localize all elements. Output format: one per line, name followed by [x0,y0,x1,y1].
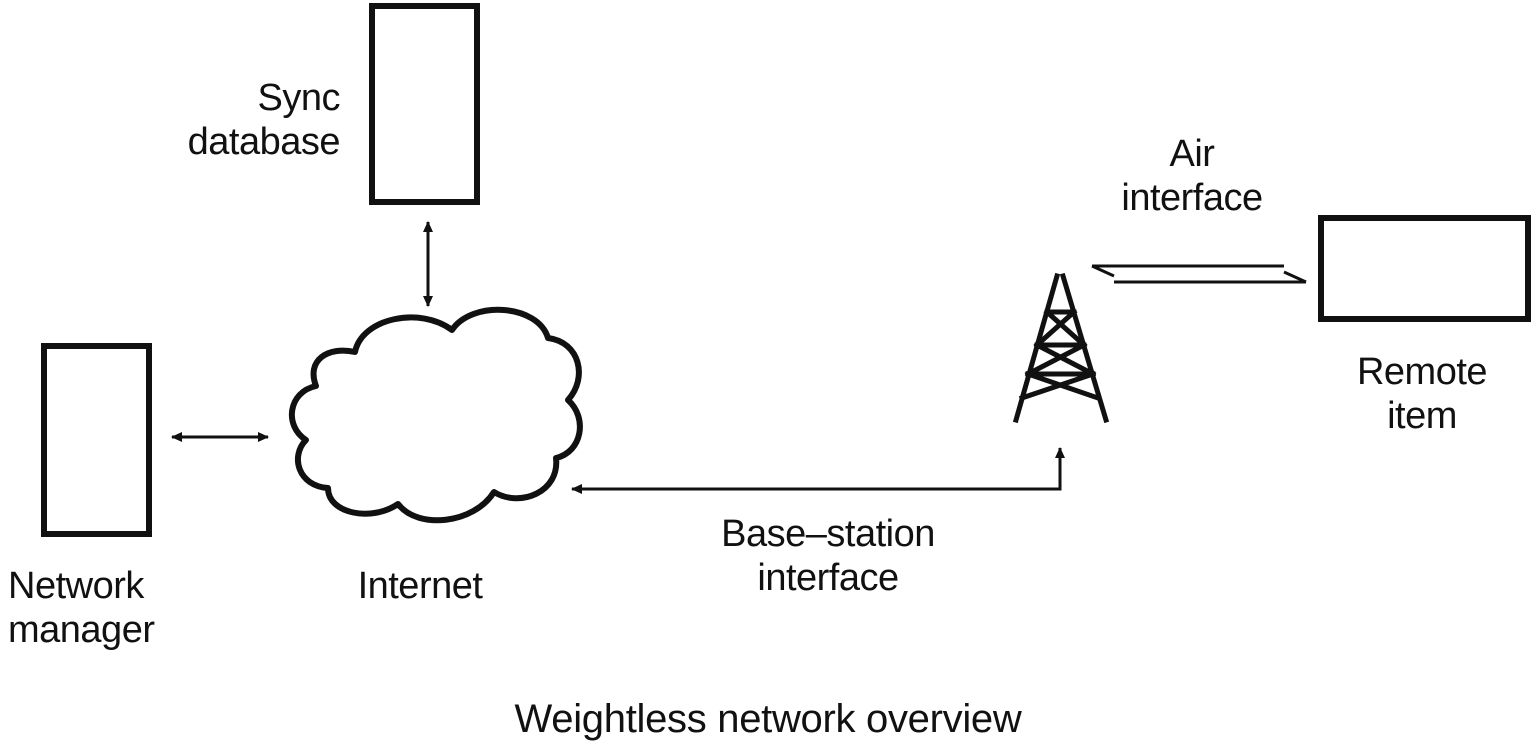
remote-item-box [1318,215,1531,322]
cloud-icon [288,306,583,524]
sync-database-box [369,3,480,205]
air-interface-label-line2: interface [1121,177,1263,219]
base-station-interface-label: Base–station interface [668,512,988,600]
air-interface-label-line1: Air [1169,133,1215,175]
diagram-caption: Weightless network overview [514,697,1022,741]
network-manager-label: Network manager [8,564,228,652]
base-station-interface-label-line1: Base–station [721,513,935,555]
sync-database-label-line2: database [187,121,341,163]
network-manager-label-line2: manager [8,609,155,651]
base-station-interface-label-line2: interface [757,557,899,599]
air-interface-label: Air interface [1092,132,1292,220]
base-station-link [571,447,1065,494]
radio-tower-icon [1012,272,1110,424]
sync-database-label-line1: Sync [257,77,341,119]
remote-item-label: Remote item [1322,350,1522,438]
internet-label: Internet [357,565,483,607]
sync-database-label: Sync database [130,76,341,164]
remote-item-label-line2: item [1387,395,1457,437]
network-manager-box [41,343,152,537]
network-manager-label-line1: Network [8,565,144,607]
remote-item-label-line1: Remote [1356,351,1488,393]
air-interface-arrows [1091,264,1307,284]
